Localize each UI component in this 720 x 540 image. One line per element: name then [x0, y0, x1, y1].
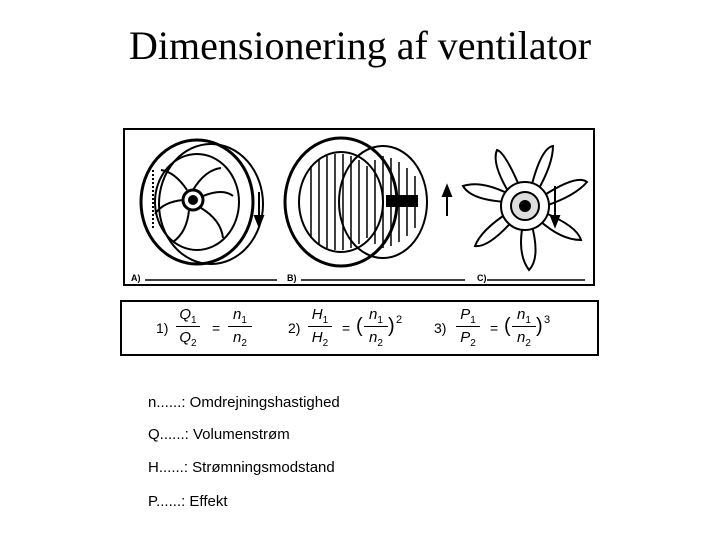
fan-illustration: A) B) C) [123, 128, 595, 286]
formula-box: 1) Q1 Q2 = n1 n2 2) H1 H2 = ( n1 n2 ) 2 … [120, 300, 599, 356]
figure-label-a: A) [131, 273, 141, 283]
formula-1-left-fraction: Q1 Q2 [176, 306, 200, 349]
legend-item-p: P......: Effekt [148, 493, 228, 510]
fan-a-drawing [139, 138, 265, 266]
formula-1-equals: = [212, 320, 221, 336]
formula-3-equals: = [490, 320, 499, 336]
fan-b-drawing [283, 136, 453, 268]
fan-drawings [139, 136, 589, 281]
formula-3-left-fraction: P1 P2 [456, 306, 480, 349]
legend-item-n: n......: Omdrejningshastighed [148, 394, 340, 411]
legend-item-h: H......: Strømningsmodstand [148, 459, 335, 476]
formula-2-open-paren: ( [356, 315, 363, 337]
formula-2-equals: = [342, 320, 351, 336]
slide-title: Dimensionering af ventilator [128, 23, 592, 68]
formula-2-close-paren: ) [388, 315, 395, 337]
formula-1-right-fraction: n1 n2 [228, 306, 252, 349]
formula-3-exponent: 3 [544, 314, 551, 326]
formula-2-number: 2) [288, 320, 301, 336]
legend-item-q: Q......: Volumenstrøm [148, 426, 290, 443]
formula-3-number: 3) [434, 320, 447, 336]
formula-1-number: 1) [156, 320, 169, 336]
formula-2-right-fraction: n1 n2 [364, 306, 388, 349]
formula-3-close-paren: ) [536, 315, 543, 337]
formula-3-right-fraction: n1 n2 [512, 306, 536, 349]
formula-3-open-paren: ( [504, 315, 511, 337]
formula-2-left-fraction: H1 H2 [308, 306, 332, 349]
formula-2-exponent: 2 [396, 314, 403, 326]
figure-label-b: B) [287, 273, 297, 283]
fan-c-drawing [461, 144, 589, 272]
figure-label-c: C) [477, 273, 487, 283]
